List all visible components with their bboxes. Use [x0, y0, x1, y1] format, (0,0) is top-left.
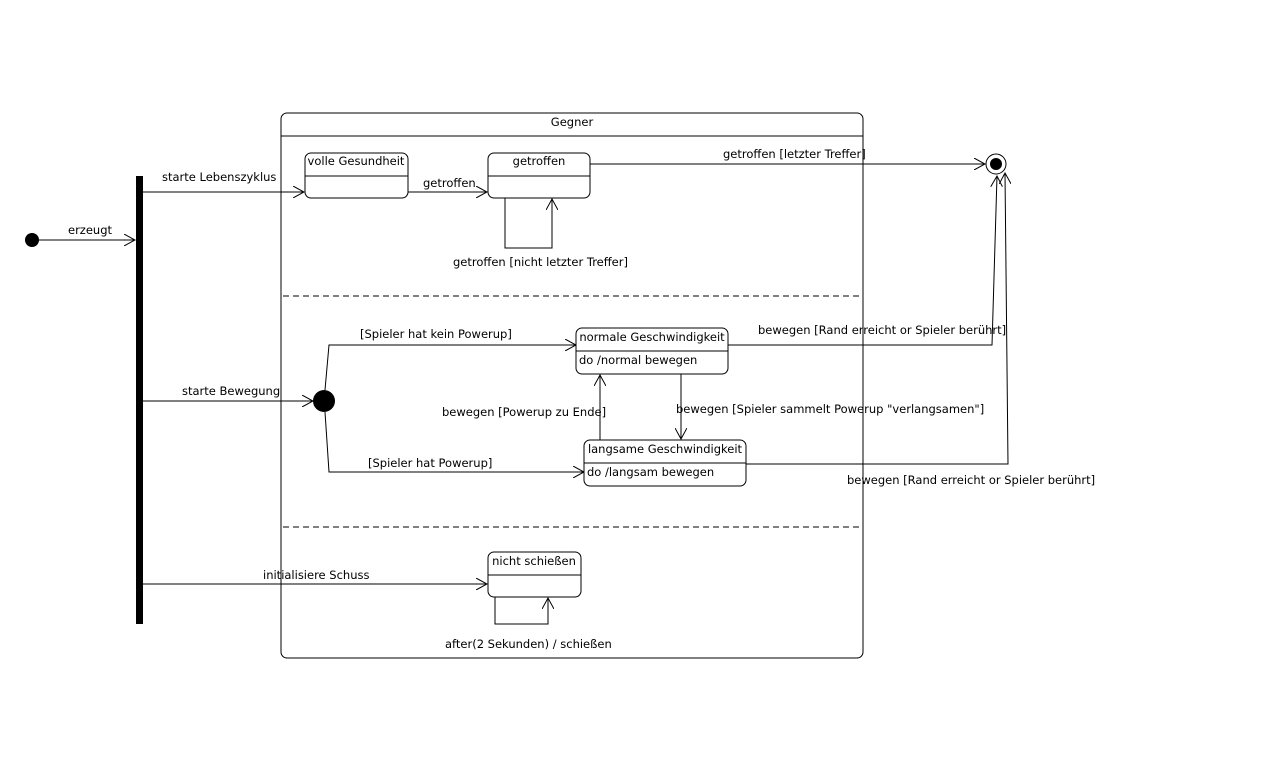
label-kein-powerup: [Spieler hat kein Powerup] — [360, 327, 512, 341]
composite-title: Gegner — [551, 115, 594, 129]
label-rand-erreicht-1: bewegen [Rand erreicht or Spieler berühr… — [758, 323, 1006, 337]
label-hat-powerup: [Spieler hat Powerup] — [368, 456, 492, 470]
transition-after-schuss[interactable] — [494, 597, 548, 625]
label-rand-erreicht-2: bewegen [Rand erreicht or Spieler berühr… — [847, 473, 1095, 487]
transition-kein-powerup[interactable] — [324, 345, 576, 391]
fork-bar[interactable] — [136, 176, 143, 624]
composite-state-gegner[interactable]: Gegner — [280, 112, 864, 659]
state-normale-geschwindigkeit[interactable]: normale Geschwindigkeit do /normal beweg… — [575, 327, 729, 375]
transition-hat-powerup[interactable] — [324, 411, 584, 472]
label-after-schuss: after(2 Sekunden) / schießen — [445, 637, 612, 651]
state-name: nicht schießen — [492, 554, 576, 568]
state-langsame-geschwindigkeit[interactable]: langsame Geschwindigkeit do /langsam bew… — [583, 439, 747, 487]
initial-state[interactable] — [25, 233, 39, 247]
label-starte-bewegung: starte Bewegung — [182, 384, 280, 398]
state-activity: do /langsam bewegen — [587, 465, 714, 479]
label-powerup-zu-ende: bewegen [Powerup zu Ende] — [442, 405, 606, 419]
transition-rand-erreicht-normal[interactable] — [728, 176, 997, 346]
final-state[interactable] — [985, 153, 1007, 175]
label-sammelt-powerup: bewegen [Spieler sammelt Powerup "verlan… — [676, 402, 984, 416]
label-initialisiere-schuss: initialisiere Schuss — [263, 568, 369, 582]
state-name: volle Gesundheit — [308, 154, 405, 168]
state-name: normale Geschwindigkeit — [579, 330, 725, 344]
label-starte-lebenszyklus: starte Lebenszyklus — [162, 170, 276, 184]
label-getroffen-letzter: getroffen [letzter Treffer] — [723, 147, 866, 161]
label-erzeugt: erzeugt — [68, 223, 113, 237]
state-name: getroffen — [513, 154, 566, 168]
state-name: langsame Geschwindigkeit — [588, 442, 743, 456]
state-getroffen[interactable]: getroffen — [487, 152, 591, 199]
state-nicht-schiessen[interactable]: nicht schießen — [487, 551, 582, 598]
transition-getroffen-nicht-letzter[interactable] — [504, 198, 552, 249]
state-activity: do /normal bewegen — [579, 353, 697, 367]
label-getroffen: getroffen — [423, 176, 476, 190]
transition-rand-erreicht-langsam[interactable] — [746, 173, 1008, 465]
choice-pseudostate[interactable] — [313, 390, 335, 412]
state-volle-gesundheit[interactable]: volle Gesundheit — [304, 152, 409, 199]
label-getroffen-nicht-letzter: getroffen [nicht letzter Treffer] — [453, 255, 628, 269]
